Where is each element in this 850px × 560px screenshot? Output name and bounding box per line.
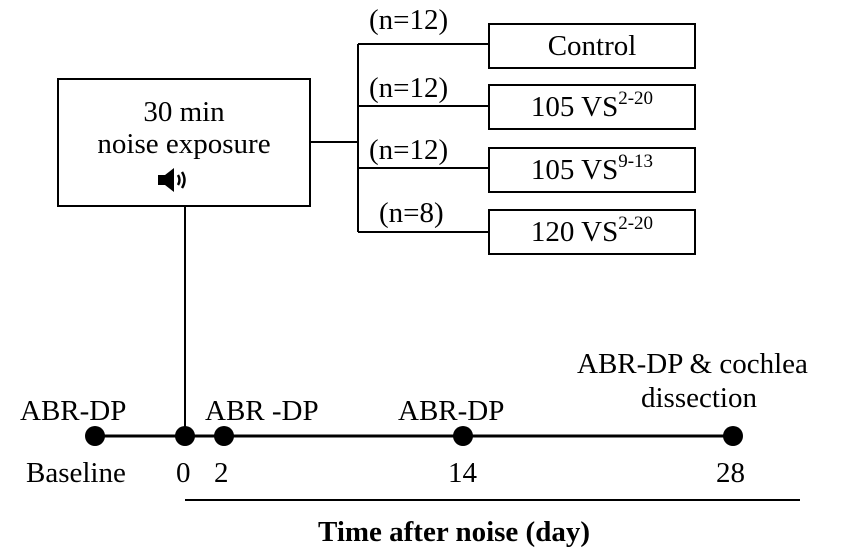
tick-label-14: 14	[448, 457, 477, 489]
tick-label-2: 2	[214, 457, 229, 489]
group-box-105-vs-9-13: 105 VS9-13	[488, 147, 696, 193]
group-label-superscript: 2-20	[618, 212, 654, 234]
group-label-superscript: 9-13	[618, 150, 654, 172]
group-box-control: Control	[488, 23, 696, 69]
exposure-label: noise exposure	[97, 128, 271, 160]
timeline-dot-day-28	[723, 426, 743, 446]
group-label: 105 VS	[530, 90, 619, 123]
group-n-label: (n=12)	[369, 72, 449, 104]
timeline-dot-baseline	[85, 426, 105, 446]
noise-exposure-box: 30 min noise exposure	[57, 78, 311, 207]
group-box-120-vs-2-20: 120 VS2-20	[488, 209, 696, 255]
timeline-dot-day-0	[175, 426, 195, 446]
group-label-superscript: 2-20	[618, 87, 654, 109]
event-label-day-2: ABR -DP	[205, 395, 319, 427]
group-label: 105 VS	[530, 153, 619, 186]
event-label-baseline: ABR-DP	[20, 395, 127, 427]
baseline-label: Baseline	[26, 457, 126, 489]
event-label-day-28-line2: dissection	[641, 382, 757, 414]
event-label-day-14: ABR-DP	[398, 395, 505, 427]
group-n-label: (n=12)	[369, 134, 449, 166]
exposure-duration: 30 min	[143, 96, 225, 128]
group-label: Control	[547, 29, 637, 62]
group-box-105-vs-2-20: 105 VS2-20	[488, 84, 696, 130]
speaker-icon	[158, 168, 186, 192]
group-n-label: (n=8)	[379, 197, 444, 229]
time-axis-title: Time after noise (day)	[318, 516, 590, 548]
timeline-dot-day-2	[214, 426, 234, 446]
tick-label-0: 0	[176, 457, 191, 489]
event-label-day-28-line1: ABR-DP & cochlea	[577, 348, 808, 380]
timeline-dot-day-14	[453, 426, 473, 446]
group-label: 120 VS	[530, 215, 619, 248]
tick-label-28: 28	[716, 457, 745, 489]
group-n-label: (n=12)	[369, 4, 449, 36]
